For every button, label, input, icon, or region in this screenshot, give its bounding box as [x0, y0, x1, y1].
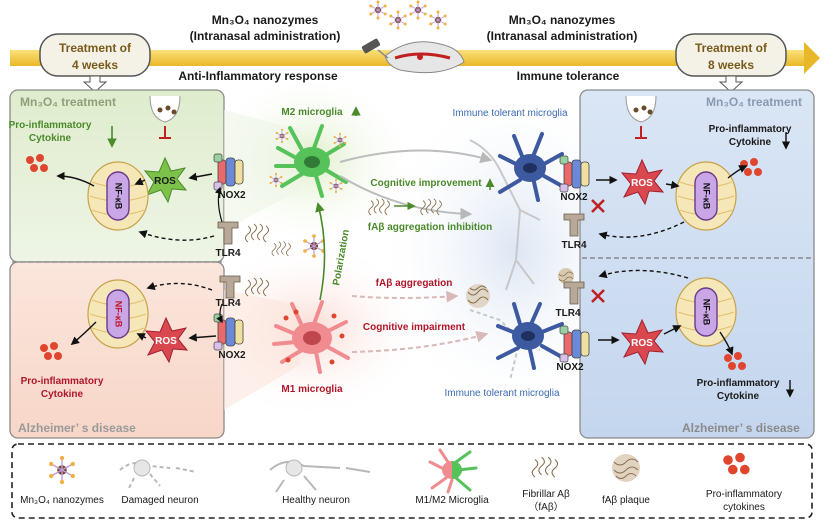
- svg-text:Pro-inflammatory: Pro-inflammatory: [706, 489, 782, 500]
- immune-microglia-top: [498, 132, 564, 202]
- fab-inhibition-label: fAβ aggregation inhibition: [368, 222, 492, 233]
- nox2-label-tr: NOX2: [560, 192, 588, 203]
- svg-text:Treatment of: Treatment of: [695, 41, 768, 55]
- fab-plaque-center: [466, 284, 490, 308]
- tlr4-label-tl: TLR4: [216, 248, 241, 259]
- pro-cytokine-br-line1: Pro-inflammatory: [697, 378, 780, 389]
- blocked-x-tr: [591, 199, 605, 213]
- legend-microglia: M1/M2 Microglia: [415, 448, 489, 506]
- legend-nanozyme: Mn₃O₄ nanozymes: [20, 455, 104, 506]
- legend-box: [11, 443, 813, 519]
- pro-cytokine-tr-line1: Pro-inflammatory: [709, 124, 792, 135]
- immune-microglia-bottom: [496, 302, 564, 370]
- inhibit-bar-tr: [635, 126, 647, 139]
- immune-tolerant-top-label: Immune tolerant microglia: [452, 108, 567, 119]
- legend-fab-plaque: fAβ plaque: [602, 454, 650, 506]
- ros-label-tl: ROS: [154, 176, 176, 187]
- pro-cytokine-tl-line2: Cytokine: [29, 133, 72, 144]
- pro-cytokine-tr-line2: Cytokine: [729, 137, 772, 148]
- svg-text:4 weeks: 4 weeks: [72, 58, 118, 72]
- top-left-panel-title: Mn₃O₄ treatment: [20, 95, 116, 109]
- cognitive-impairment-label: Cognitive impairment: [363, 322, 466, 333]
- nox2-label-bl: NOX2: [218, 350, 246, 361]
- m2-microglia: [274, 124, 348, 198]
- right-treatment-badge: Treatment of 8 weeks: [675, 33, 787, 77]
- nfkb-label-bl: NF-κB: [114, 301, 124, 328]
- tlr4-label-bl: TLR4: [216, 298, 241, 309]
- polarization-arrow: [315, 202, 326, 301]
- inhibit-bar-tl: [159, 126, 171, 139]
- left-treatment-badge: Treatment of 4 weeks: [39, 33, 151, 77]
- top-right-panel-title: Mn₃O₄ treatment: [706, 95, 802, 109]
- blocked-x-br: [591, 289, 605, 303]
- nfkb-label-tr: NF-κB: [702, 183, 712, 210]
- tlr4-label-br: TLR4: [556, 308, 581, 319]
- nfkb-label-br: NF-κB: [702, 299, 712, 326]
- pro-cytokine-br-line2: Cytokine: [717, 391, 760, 402]
- left-response-label: Anti-Inflammatory response: [178, 69, 338, 83]
- nox2-label-tl: NOX2: [218, 190, 246, 201]
- healthy-neuron-center: [469, 139, 541, 291]
- nox2-label-br: NOX2: [556, 362, 584, 373]
- left-badge-arrow: [82, 75, 108, 93]
- svg-text:fAβ plaque: fAβ plaque: [602, 495, 650, 506]
- tlr4-label-tr: TLR4: [562, 240, 587, 251]
- svg-text:8 weeks: 8 weeks: [708, 58, 754, 72]
- svg-text:Fibrillar Aβ: Fibrillar Aβ: [522, 489, 570, 500]
- left-admin-title: Mn₃O₄ nanozymes: [212, 13, 319, 27]
- m2-microglia-label: M2 microglia: [281, 107, 343, 118]
- svg-text:Damaged neuron: Damaged neuron: [121, 495, 198, 506]
- cognitive-improvement-label: Cognitive improvement: [370, 178, 482, 189]
- timeline-arrow-head: [804, 42, 820, 74]
- right-admin-subtitle: (Intranasal administration): [487, 29, 638, 43]
- pro-cytokine-tl-line1: Pro-inflammatory: [9, 120, 92, 131]
- ros-label-tr: ROS: [631, 178, 653, 189]
- synapse-tl: [149, 95, 181, 123]
- immune-tolerant-bottom-label: Immune tolerant microglia: [444, 388, 559, 399]
- pro-cytokine-bl-line1: Pro-inflammatory: [21, 376, 104, 387]
- synapse-tr: [625, 95, 657, 123]
- right-badge-arrow: [718, 75, 744, 93]
- svg-text:Mn₃O₄ nanozymes: Mn₃O₄ nanozymes: [20, 495, 104, 506]
- left-admin-subtitle: (Intranasal administration): [190, 29, 341, 43]
- mouse-intranasal-illustration: [361, 0, 465, 74]
- svg-text:（fAβ）: （fAβ）: [528, 501, 563, 513]
- right-admin-title: Mn₃O₄ nanozymes: [509, 13, 616, 27]
- legend-healthy-neuron: Healthy neuron: [269, 459, 371, 506]
- pro-cytokine-bl-line2: Cytokine: [41, 389, 84, 400]
- bottom-left-panel-title: Alzheimer’ s disease: [18, 421, 136, 435]
- svg-text:cytokines: cytokines: [723, 502, 765, 513]
- ros-label-br: ROS: [631, 338, 653, 349]
- nfkb-label-tl: NF-κB: [114, 183, 124, 210]
- svg-text:Healthy neuron: Healthy neuron: [282, 495, 350, 506]
- svg-text:Treatment of: Treatment of: [59, 41, 132, 55]
- m1-microglia: [272, 300, 350, 374]
- right-response-label: Immune tolerance: [517, 69, 620, 83]
- fab-plaque-br: [558, 268, 574, 284]
- bottom-right-panel-title: Alzheimer’ s disease: [682, 421, 800, 435]
- svg-text:M1/M2 Microglia: M1/M2 Microglia: [415, 495, 489, 506]
- legend-fibrillar-abeta: Fibrillar Aβ （fAβ）: [522, 456, 570, 513]
- legend-cytokines: Pro-inflammatory cytokines: [706, 452, 782, 513]
- legend-damaged-neuron: Damaged neuron: [119, 459, 199, 506]
- fab-aggregation-label: fAβ aggregation: [376, 278, 453, 289]
- m1-microglia-label: M1 microglia: [281, 384, 343, 395]
- ros-label-bl: ROS: [155, 336, 177, 347]
